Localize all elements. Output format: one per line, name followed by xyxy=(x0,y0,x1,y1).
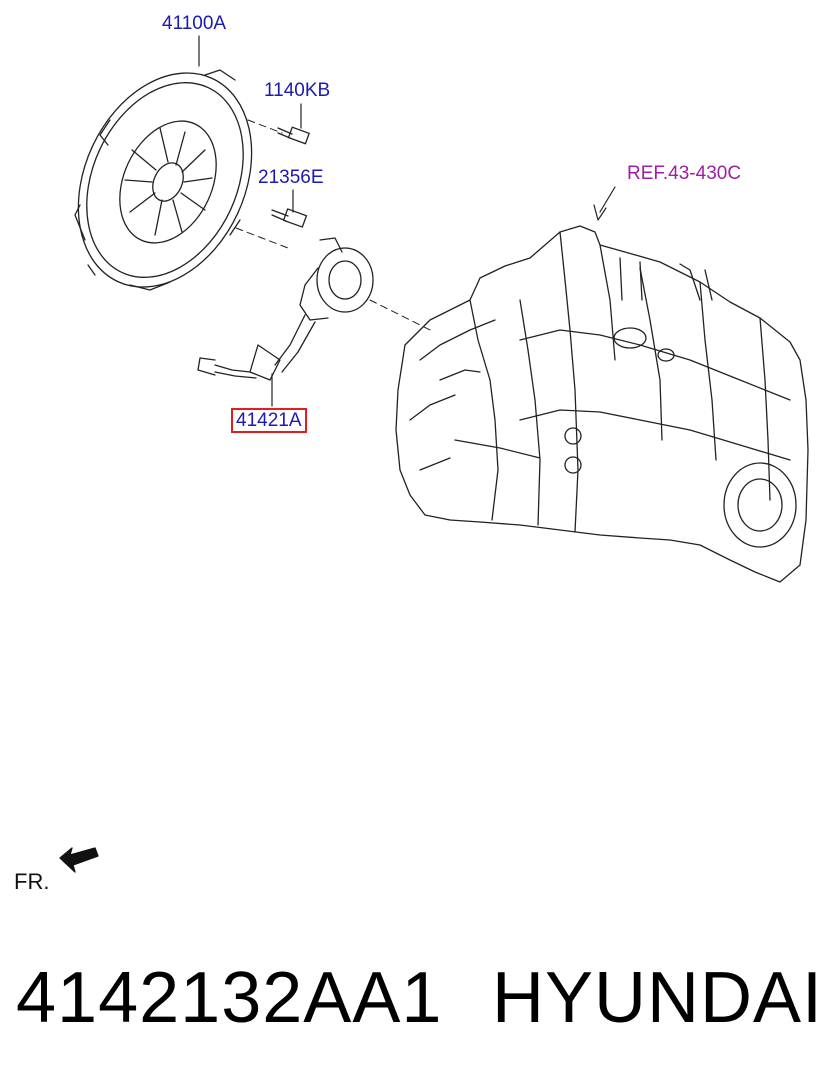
release-cylinder-drawing xyxy=(197,237,374,381)
part-number: 4142132AA1 xyxy=(16,958,443,1038)
callout-41421a[interactable]: 41421A xyxy=(231,408,307,433)
callout-leaders xyxy=(198,35,616,407)
transmission-drawing xyxy=(395,225,809,583)
brand-name: HYUNDAI xyxy=(492,958,824,1038)
bolt-1140kb-drawing xyxy=(277,126,310,145)
alignment-lines xyxy=(235,119,431,331)
clutch-cover-drawing xyxy=(74,69,253,291)
callout-1140kb[interactable]: 1140KB xyxy=(264,80,331,101)
bolt-21356e-drawing xyxy=(271,208,308,228)
callout-21356e[interactable]: 21356E xyxy=(258,167,324,188)
front-direction-arrow xyxy=(59,847,99,873)
callout-ref-43-430c[interactable]: REF.43-430C xyxy=(627,163,742,184)
front-direction-label: FR. xyxy=(14,869,50,894)
callout-41100a[interactable]: 41100A xyxy=(162,13,227,34)
